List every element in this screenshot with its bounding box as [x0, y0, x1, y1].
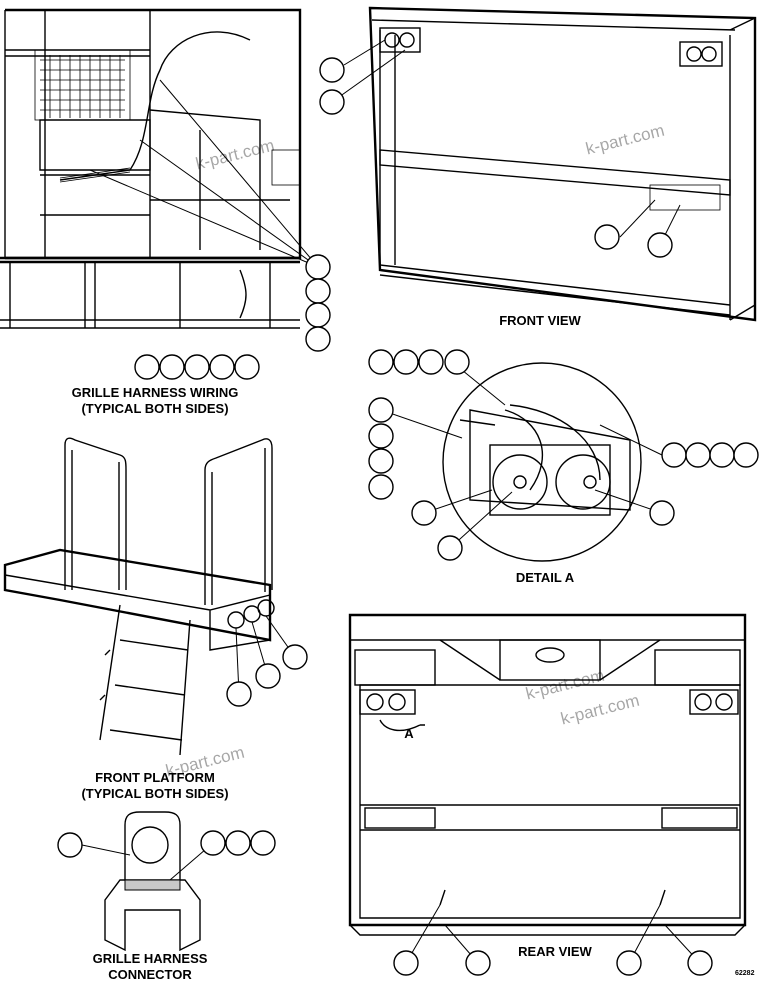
rear-view-caption: REAR VIEW	[518, 944, 592, 959]
grille-harness-connector-caption: GRILLE HARNESS CONNECTOR	[70, 951, 230, 983]
grille-harness-wiring-subtitle: (TYPICAL BOTH SIDES)	[81, 401, 229, 416]
detail-a-drawing	[442, 362, 642, 562]
front-view-drawing	[368, 6, 757, 322]
grille-harness-wiring-caption: GRILLE HARNESS WIRING (TYPICAL BOTH SIDE…	[40, 385, 270, 417]
rear-view-drawing	[348, 613, 747, 936]
front-view-caption: FRONT VIEW	[499, 313, 581, 328]
grille-harness-wiring-view	[0, 8, 302, 329]
document-number: 62282	[735, 970, 755, 977]
grille-harness-connector-subtitle: CONNECTOR	[108, 967, 192, 982]
grille-harness-connector-title: GRILLE HARNESS	[92, 951, 208, 966]
grille-harness-wiring-title: GRILLE HARNESS WIRING	[71, 385, 239, 400]
grille-harness-connector-drawing	[104, 811, 201, 952]
callout-balloons	[57, 39, 759, 976]
front-platform-subtitle: (TYPICAL BOTH SIDES)	[81, 786, 229, 801]
detail-a-caption: DETAIL A	[515, 570, 575, 585]
front-platform-title: FRONT PLATFORM	[95, 770, 215, 785]
front-platform-caption: FRONT PLATFORM (TYPICAL BOTH SIDES)	[50, 770, 260, 802]
front-platform-drawing	[3, 437, 275, 756]
detail-a-marker: A	[404, 726, 414, 741]
